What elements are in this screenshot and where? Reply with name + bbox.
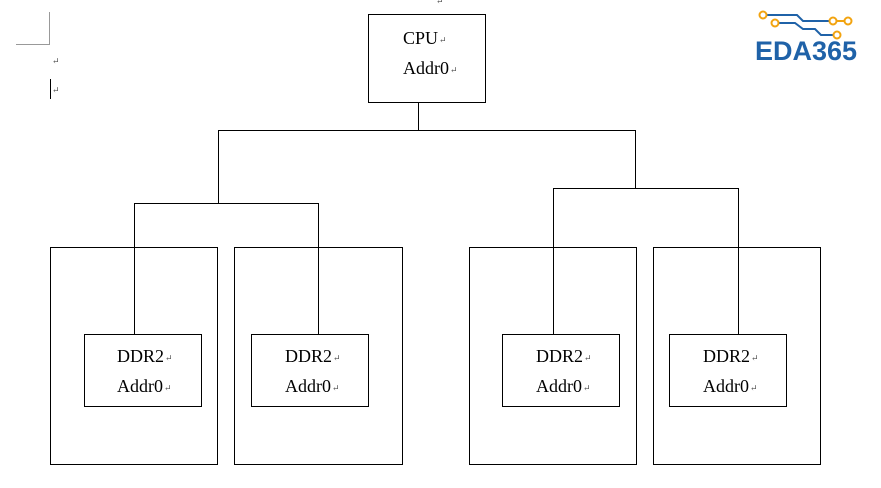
line-end-mark: ↵ (750, 382, 758, 393)
text-cursor[interactable] (50, 79, 51, 99)
right-bus-line (553, 188, 739, 189)
left-bus-line (134, 203, 319, 204)
ddr2-address: Addr0↵ (117, 376, 172, 396)
cpu-address: Addr0↵ (403, 58, 458, 78)
ddr2-chip-3: DDR2↵ Addr0↵ (502, 334, 620, 407)
line-end-mark: ↵ (164, 382, 172, 393)
drop-line-2 (318, 203, 319, 335)
drop-line-3 (553, 188, 554, 335)
ddr2-address: Addr0↵ (703, 376, 758, 396)
ddr2-chip-4: DDR2↵ Addr0↵ (669, 334, 787, 407)
right-branch-line (635, 130, 636, 189)
line-end-mark: ↵ (439, 34, 447, 45)
ddr2-chip-1: DDR2↵ Addr0↵ (84, 334, 202, 407)
line-end-mark: ↵ (332, 382, 340, 393)
line-end-mark: ↵ (584, 352, 592, 363)
ddr2-address: Addr0↵ (536, 376, 591, 396)
cpu-trunk-line (418, 103, 419, 131)
ddr2-address: Addr0↵ (285, 376, 340, 396)
paragraph-mark: ↵ (52, 56, 60, 66)
cpu-label: CPU↵ (403, 28, 447, 48)
module-box-4 (653, 247, 821, 465)
ddr2-label: DDR2↵ (117, 346, 173, 366)
module-box-3 (469, 247, 637, 465)
line-end-mark: ↵ (583, 382, 591, 393)
paragraph-mark: ↵ (52, 85, 60, 95)
line-end-mark: ↵ (333, 352, 341, 363)
line-end-mark: ↵ (450, 64, 458, 75)
logo-wordmark: EDA365 (755, 36, 858, 66)
ddr2-label: DDR2↵ (285, 346, 341, 366)
line-end-mark: ↵ (165, 352, 173, 363)
module-box-1 (50, 247, 218, 465)
ddr2-label: DDR2↵ (536, 346, 592, 366)
module-box-2 (234, 247, 403, 465)
line-end-mark: ↵ (751, 352, 759, 363)
drop-line-1 (134, 203, 135, 335)
circuit-trace-icon (758, 10, 853, 40)
drop-line-4 (738, 188, 739, 335)
cpu-box: CPU↵ Addr0↵ (368, 14, 486, 103)
page-corner-mark-vertical (49, 12, 50, 44)
page-corner-mark-horizontal (16, 44, 50, 45)
left-branch-line (218, 130, 219, 204)
top-bus-line (218, 130, 636, 131)
ddr2-label: DDR2↵ (703, 346, 759, 366)
ddr2-chip-2: DDR2↵ Addr0↵ (251, 334, 369, 407)
eda365-logo: EDA365 (755, 8, 867, 68)
paragraph-mark: ↵ (436, 0, 444, 6)
